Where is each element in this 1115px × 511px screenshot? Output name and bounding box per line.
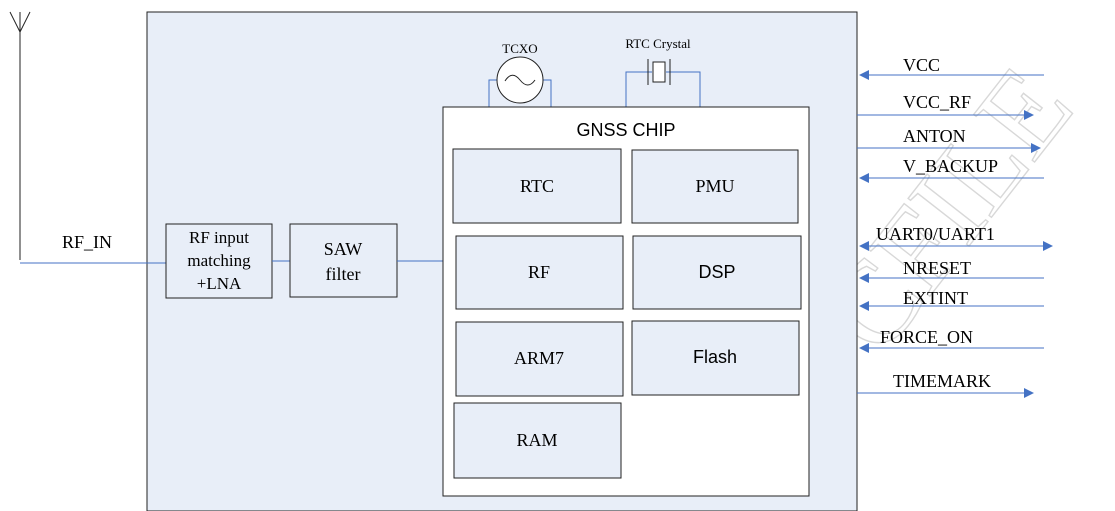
rf-input-line2: matching: [187, 251, 251, 270]
gnss-chip-title: GNSS CHIP: [576, 120, 675, 140]
dsp-block: [632, 235, 802, 310]
signal-v-backup: V_BACKUP: [859, 156, 1044, 183]
signal-uart-label: UART0/UART1: [876, 224, 995, 244]
arm7-block: [455, 321, 624, 397]
signal-vcc: VCC: [859, 55, 1044, 80]
rf-input-line1: RF input: [189, 228, 249, 247]
signal-vcc-rf-label: VCC_RF: [903, 92, 971, 112]
rf-in-label: RF_IN: [62, 232, 112, 252]
signal-vcc-rf: VCC_RF: [857, 92, 1034, 120]
signal-timemark: TIMEMARK: [857, 371, 1034, 398]
signal-extint: EXTINT: [859, 288, 1044, 311]
signal-vcc-label: VCC: [903, 55, 940, 75]
crystal-icon: [625, 59, 701, 107]
saw-filter-block: [289, 223, 398, 298]
rtc-block-label: RTC: [520, 176, 554, 196]
flash-block-label: Flash: [693, 347, 737, 367]
signal-extint-label: EXTINT: [903, 288, 968, 308]
antenna-icon: [9, 11, 31, 260]
ram-block: [453, 402, 622, 479]
tcxo-icon: [488, 56, 552, 107]
signal-nreset-label: NRESET: [903, 258, 971, 278]
dsp-block-label: DSP: [698, 262, 735, 282]
pmu-block-label: PMU: [695, 176, 734, 196]
pmu-block: [631, 149, 799, 224]
signal-uart: UART0/UART1: [859, 224, 1053, 251]
signal-timemark-label: TIMEMARK: [893, 371, 991, 391]
signal-force-on-label: FORCE_ON: [880, 327, 973, 347]
signal-anton: ANTON: [857, 126, 1041, 153]
saw-filter-line2: filter: [326, 264, 361, 284]
rtc-crystal-label: RTC Crystal: [625, 36, 691, 51]
rf-block-label: RF: [528, 262, 550, 282]
rf-input-line3: +LNA: [197, 274, 242, 293]
tcxo-label: TCXO: [502, 41, 537, 56]
saw-filter-line1: SAW: [324, 239, 363, 259]
signal-nreset: NRESET: [859, 258, 1044, 283]
ram-block-label: RAM: [516, 430, 557, 450]
arm7-block-label: ARM7: [514, 348, 564, 368]
signal-force-on: FORCE_ON: [859, 327, 1044, 353]
signal-anton-label: ANTON: [903, 126, 966, 146]
rtc-block: [452, 148, 622, 224]
rf-block: [455, 235, 624, 310]
signal-v-backup-label: V_BACKUP: [903, 156, 998, 176]
flash-block: [631, 320, 800, 396]
